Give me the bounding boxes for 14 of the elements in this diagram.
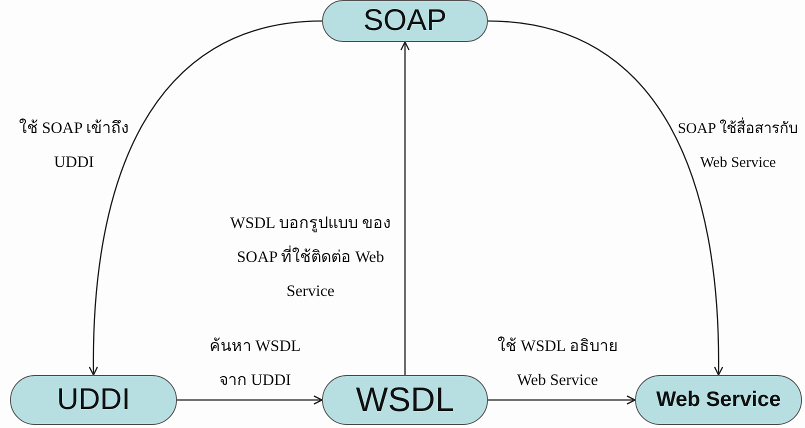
process-node: Web Service <box>635 375 802 425</box>
process-node: SOAP <box>322 0 488 42</box>
edge-label: ใช้ SOAP เข้าถึง UDDI <box>18 118 130 173</box>
arrow <box>400 41 410 375</box>
arrow <box>488 20 724 376</box>
process-node: UDDI <box>10 375 177 425</box>
edge-label: SOAP ใช้สื่อสารกับ Web Service <box>671 112 805 180</box>
arrow <box>488 395 636 405</box>
process-node: WSDL <box>322 375 488 425</box>
arrow <box>177 395 323 405</box>
edge-label: WSDL บอกรูปแบบ ของ SOAP ที่ใช้ติดต่อ Web Service <box>229 214 392 302</box>
edge-label: ค้นหา WSDL จาก UDDI <box>208 336 302 391</box>
arrow <box>88 20 322 376</box>
edge-label: ใช้ WSDL อธิบาย Web Service <box>496 336 618 391</box>
